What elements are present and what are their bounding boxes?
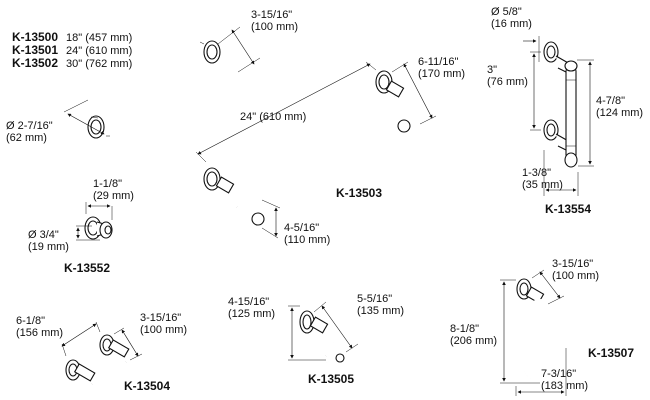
tissue-holder-dimension-lines xyxy=(61,321,143,361)
robe-hook-drawing xyxy=(299,310,345,364)
tissue-holder-code: K-13504 xyxy=(124,379,171,393)
single-bar-projection-label: 3-15/16" (100 mm) xyxy=(251,9,299,33)
robe-hook-code: K-13505 xyxy=(308,372,355,386)
double-bar-dimension-lines xyxy=(195,61,437,239)
knob-dimension-lines xyxy=(76,202,113,241)
tissue-projection-label: 3-15/16" (100 mm) xyxy=(140,312,188,336)
pull-centers-label: 3" (76 mm) xyxy=(487,64,528,88)
towel-ring-code: K-13507 xyxy=(588,346,635,360)
robe-hook-dimension-lines xyxy=(288,301,359,361)
ring-projection-label: 3-15/16" (100 mm) xyxy=(552,258,600,282)
cabinet-pull-code: K-13554 xyxy=(545,202,592,216)
double-bar-length-label: 24" (610 mm) xyxy=(240,111,307,123)
cabinet-pull-drawing xyxy=(543,41,578,168)
cabinet-pull-dimension-lines xyxy=(523,36,594,196)
tissue-length-label: 6-1/8" (156 mm) xyxy=(16,315,64,339)
knob-drawing xyxy=(84,216,113,240)
towel-ring-drawing xyxy=(516,278,566,383)
single-bar-post-diameter-label: Ø 2-7/16" (62 mm) xyxy=(6,120,53,144)
pull-diameter-label: Ø 5/8" (16 mm) xyxy=(491,6,532,30)
hook-height-label: 4-15/16" (125 mm) xyxy=(228,296,276,320)
ring-height-label: 8-1/8" (206 mm) xyxy=(450,323,498,347)
pull-projection-label: 1-3/8" (35 mm) xyxy=(522,167,563,191)
knob-projection-label: 1-1/8" (29 mm) xyxy=(93,178,134,202)
towel-ring-dimension-lines xyxy=(500,269,567,396)
knob-code: K-13552 xyxy=(64,261,111,275)
double-towel-bar-code: K-13503 xyxy=(336,186,383,200)
ring-width-label: 7-3/16" (183 mm) xyxy=(541,368,589,392)
double-bar-spacing-label: 4-5/16" (110 mm) xyxy=(284,222,331,246)
tissue-holder-drawing xyxy=(65,334,130,386)
double-towel-bar-drawing xyxy=(203,70,412,226)
knob-diameter-label: Ø 3/4" (19 mm) xyxy=(28,229,69,253)
double-bar-projection-label: 6-11/16" (170 mm) xyxy=(418,56,466,80)
pull-length-label: 4-7/8" (124 mm) xyxy=(596,95,644,119)
hook-projection-label: 5-5/16" (135 mm) xyxy=(357,293,405,317)
